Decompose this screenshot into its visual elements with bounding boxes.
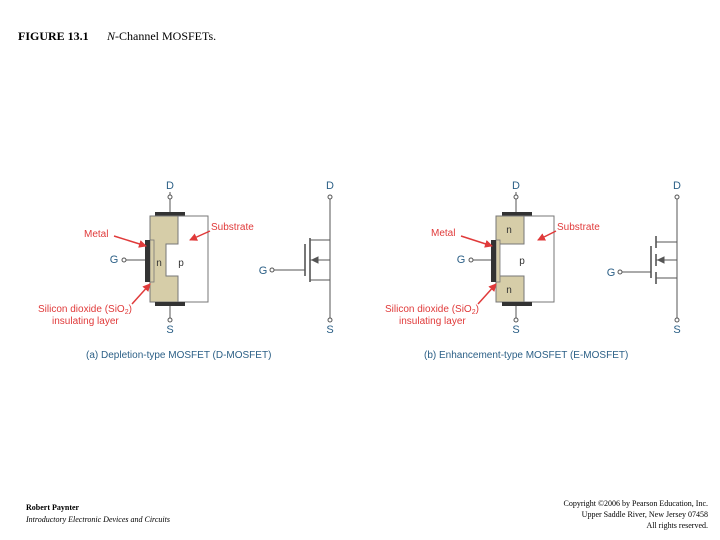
footer-author: Robert Paynter: [26, 503, 80, 512]
emosfet-gate-metal: [491, 240, 496, 282]
emosfet-symbol-arrow: [656, 256, 665, 264]
dmosfet-gate-label: G: [110, 254, 119, 266]
dmosfet-source-label: S: [166, 324, 173, 336]
dmosfet-oxide-label-main: Silicon dioxide (SiO: [38, 304, 125, 315]
caption-italic-n: N: [107, 29, 116, 43]
dmosfet-metal-arrow: [113, 235, 147, 248]
dmosfet-symbol-source-label: S: [326, 324, 333, 336]
emosfet-oxide-label-main: Silicon dioxide (SiO: [385, 304, 472, 315]
figure-caption: N-Channel MOSFETs.: [107, 29, 216, 44]
emosfet-oxide-label-line1: Silicon dioxide (SiO2): [385, 304, 479, 316]
footer-copyright: Copyright ©2006 by Pearson Education, In…: [448, 498, 709, 531]
dmosfet-oxide-label-sub: 2: [125, 309, 129, 316]
copyright-line-1: Copyright ©2006 by Pearson Education, In…: [563, 499, 709, 508]
emosfet-structure: D n n p G S Metal Substrate Silicon diox…: [385, 180, 600, 336]
dmosfet-symbol-drain-terminal: [327, 194, 333, 200]
footer-book-title: Introductory Electronic Devices and Circ…: [26, 515, 170, 524]
emosfet-n-source: [495, 275, 525, 303]
emosfet-n-drain: [495, 215, 525, 245]
emosfet-source-label: S: [512, 324, 519, 336]
emosfet-oxide-label-sub: 2: [472, 309, 476, 316]
dmosfet-symbol: D G S: [259, 180, 334, 336]
emosfet-caption: (b) Enhancement-type MOSFET (E-MOSFET): [424, 350, 628, 361]
dmosfet-symbol-gate-terminal: [269, 267, 275, 273]
emosfet-symbol-drain-terminal: [674, 194, 680, 200]
dmosfet-gate-terminal: [121, 257, 127, 263]
dmosfet-symbol-source-terminal: [327, 317, 333, 323]
dmosfet-p-label: p: [178, 258, 184, 269]
emosfet-symbol: D G S: [607, 180, 681, 336]
dmosfet-structure: D n p G S Metal Substrate Silicon dioxid…: [38, 180, 254, 336]
figure-number: FIGURE 13.1: [18, 29, 89, 43]
emosfet-oxide-arrow: [477, 283, 497, 305]
dmosfet-n-label: n: [156, 258, 162, 269]
emosfet-source-metal: [502, 302, 532, 306]
copyright-line-2: Upper Saddle River, New Jersey 07458: [581, 510, 708, 519]
dmosfet-substrate-label: Substrate: [211, 222, 254, 233]
emosfet-symbol-source-label: S: [673, 324, 680, 336]
dmosfet-symbol-drain-label: D: [326, 180, 334, 192]
emosfet-gate-terminal: [468, 257, 474, 263]
emosfet-metal-arrow: [460, 235, 493, 248]
dmosfet-drain-label: D: [166, 180, 174, 192]
emosfet-symbol-gate-label: G: [607, 267, 616, 279]
dmosfet-caption: (a) Depletion-type MOSFET (D-MOSFET): [86, 350, 271, 361]
emosfet-n-bottom-label: n: [506, 285, 512, 296]
dmosfet-metal-label: Metal: [84, 229, 108, 240]
copyright-line-3: All rights reserved.: [646, 521, 708, 530]
dmosfet-oxide-arrow: [131, 283, 151, 305]
dmosfet-substrate-arrow: [189, 230, 211, 241]
emosfet-symbol-drain-label: D: [673, 180, 681, 192]
emosfet-n-top-label: n: [506, 225, 512, 236]
emosfet-metal-label: Metal: [431, 228, 455, 239]
emosfet-substrate-label: Substrate: [557, 222, 600, 233]
emosfet-drain-metal: [502, 212, 532, 216]
emosfet-drain-terminal: [513, 194, 519, 200]
emosfet-drain-label: D: [512, 180, 520, 192]
dmosfet-source-metal: [155, 302, 185, 306]
dmosfet-oxide-label-line2: insulating layer: [52, 316, 119, 327]
dmosfet-drain-metal: [155, 212, 185, 216]
emosfet-source-terminal: [513, 317, 519, 323]
emosfet-symbol-gate-terminal: [617, 269, 623, 275]
emosfet-gate-label: G: [457, 254, 466, 266]
emosfet-oxide: [495, 239, 501, 283]
emosfet-symbol-source-terminal: [674, 317, 680, 323]
emosfet-oxide-label-line2: insulating layer: [399, 316, 466, 327]
emosfet-substrate-arrow: [537, 230, 557, 241]
caption-text: -Channel MOSFETs.: [115, 29, 217, 43]
dmosfet-symbol-gate-label: G: [259, 265, 268, 277]
emosfet-p-label: p: [519, 256, 525, 267]
dmosfet-oxide-label-end: ): [129, 304, 132, 315]
dmosfet-drain-terminal: [167, 194, 173, 200]
emosfet-oxide-label-end: ): [476, 304, 479, 315]
dmosfet-symbol-arrow: [310, 256, 319, 264]
dmosfet-oxide-label-line1: Silicon dioxide (SiO2): [38, 304, 132, 316]
dmosfet-gate-metal: [145, 240, 150, 282]
dmosfet-source-terminal: [167, 317, 173, 323]
dmosfet-oxide: [149, 239, 155, 283]
